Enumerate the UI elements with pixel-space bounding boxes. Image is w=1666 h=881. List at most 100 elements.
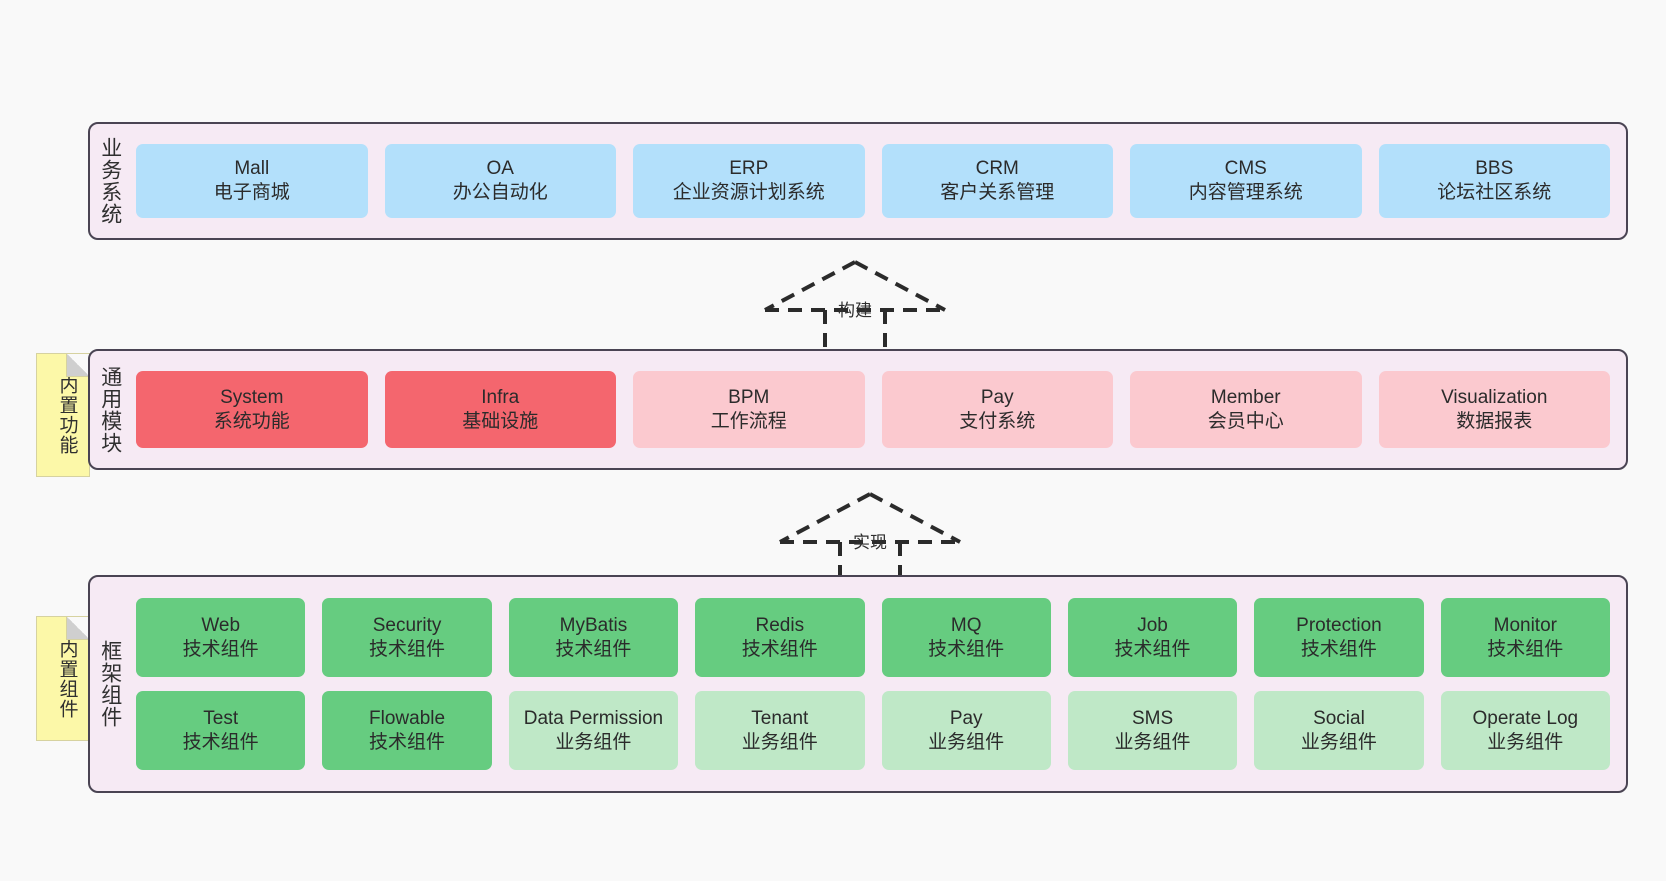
card-mq[interactable]: MQ 技术组件 xyxy=(881,598,1051,677)
layer-body-business-systems: Mall 电子商城 OA 办公自动化 ERP 企业资源计划系统 CRM 客户关系… xyxy=(130,124,1626,238)
card-title: ERP xyxy=(729,158,769,180)
card-redis[interactable]: Redis 技术组件 xyxy=(695,598,865,677)
card-mall[interactable]: Mall 电子商城 xyxy=(136,144,368,218)
card-title: Infra xyxy=(481,386,520,408)
card-title: Mall xyxy=(234,158,270,180)
card-subtitle: 业务组件 xyxy=(1300,731,1377,753)
card-cms[interactable]: CMS 内容管理系统 xyxy=(1130,144,1362,218)
layer-business-systems: 业务系统 Mall 电子商城 OA 办公自动化 ERP 企业资源计划系统 CRM… xyxy=(88,122,1628,240)
card-title: Web xyxy=(201,614,241,636)
card-protection[interactable]: Protection 技术组件 xyxy=(1254,598,1424,677)
card-row: Web 技术组件 Security 技术组件 MyBatis 技术组件 Redi… xyxy=(136,598,1610,677)
card-subtitle: 企业资源计划系统 xyxy=(672,182,825,203)
arrow-left-wing xyxy=(779,492,871,544)
card-data-permission[interactable]: Data Permission 业务组件 xyxy=(508,691,679,770)
card-web[interactable]: Web 技术组件 xyxy=(136,598,306,677)
card-subtitle: 技术组件 xyxy=(182,731,259,753)
card-oa[interactable]: OA 办公自动化 xyxy=(384,144,616,218)
card-monitor[interactable]: Monitor 技术组件 xyxy=(1440,598,1610,677)
card-subtitle: 业务组件 xyxy=(555,731,632,753)
card-title: Pay xyxy=(980,386,1014,408)
card-subtitle: 论坛社区系统 xyxy=(1437,182,1552,203)
card-title: Redis xyxy=(755,614,805,636)
card-subtitle: 业务组件 xyxy=(1114,731,1191,753)
card-subtitle: 技术组件 xyxy=(928,638,1005,660)
card-title: System xyxy=(220,386,284,408)
layer-title-business-systems: 业务系统 xyxy=(98,137,122,225)
card-crm[interactable]: CRM 客户关系管理 xyxy=(881,144,1113,218)
card-title: Job xyxy=(1137,614,1168,636)
card-subtitle: 电子商城 xyxy=(213,182,290,203)
card-visualization[interactable]: Visualization 数据报表 xyxy=(1378,371,1610,448)
layer-general-modules: 通用模块 System 系统功能 Infra 基础设施 BPM 工作流程 Pay… xyxy=(88,349,1628,470)
card-tenant[interactable]: Tenant 业务组件 xyxy=(695,691,865,770)
card-pay[interactable]: Pay 支付系统 xyxy=(881,371,1113,448)
card-row: Mall 电子商城 OA 办公自动化 ERP 企业资源计划系统 CRM 客户关系… xyxy=(136,144,1610,218)
layer-body-general-modules: System 系统功能 Infra 基础设施 BPM 工作流程 Pay 支付系统… xyxy=(130,351,1626,468)
card-subtitle: 业务组件 xyxy=(928,731,1005,753)
layer-framework-components: 框架组件 Web 技术组件 Security 技术组件 MyBatis 技术组件… xyxy=(88,575,1628,793)
card-row: System 系统功能 Infra 基础设施 BPM 工作流程 Pay 支付系统… xyxy=(136,371,1610,448)
connector-label-build: 构建 xyxy=(838,301,872,320)
card-subtitle: 客户关系管理 xyxy=(940,182,1055,203)
arrow-right-wing xyxy=(869,492,961,544)
card-test[interactable]: Test 技术组件 xyxy=(136,691,306,770)
card-title: MyBatis xyxy=(559,614,628,636)
card-title: BPM xyxy=(728,386,770,408)
card-bbs[interactable]: BBS 论坛社区系统 xyxy=(1378,144,1610,218)
card-title: Operate Log xyxy=(1472,707,1579,729)
card-title: Test xyxy=(203,707,239,729)
note-label: 内置功能 xyxy=(56,375,78,455)
card-subtitle: 技术组件 xyxy=(1487,638,1564,660)
note-builtin-functions: 内置功能 xyxy=(36,353,90,477)
card-flowable[interactable]: Flowable 技术组件 xyxy=(322,691,492,770)
card-mybatis[interactable]: MyBatis 技术组件 xyxy=(508,598,679,677)
card-title: Data Permission xyxy=(523,707,664,729)
card-subtitle: 技术组件 xyxy=(555,638,632,660)
card-title: Flowable xyxy=(369,707,446,729)
card-bpm[interactable]: BPM 工作流程 xyxy=(633,371,865,448)
card-title: Visualization xyxy=(1441,386,1548,408)
card-title: SMS xyxy=(1131,707,1174,729)
card-member[interactable]: Member 会员中心 xyxy=(1130,371,1362,448)
card-security[interactable]: Security 技术组件 xyxy=(322,598,492,677)
layer-body-framework-components: Web 技术组件 Security 技术组件 MyBatis 技术组件 Redi… xyxy=(130,577,1626,791)
card-subtitle: 技术组件 xyxy=(1114,638,1191,660)
card-subtitle: 业务组件 xyxy=(741,731,818,753)
card-subtitle: 支付系统 xyxy=(959,410,1036,432)
connector-label-realize: 实现 xyxy=(853,533,887,552)
card-subtitle: 技术组件 xyxy=(369,731,446,753)
card-sms[interactable]: SMS 业务组件 xyxy=(1067,691,1238,770)
card-subtitle: 办公自动化 xyxy=(452,182,548,203)
card-title: Security xyxy=(372,614,442,636)
card-subtitle: 技术组件 xyxy=(1300,638,1377,660)
card-subtitle: 内容管理系统 xyxy=(1188,182,1303,203)
card-subtitle: 基础设施 xyxy=(462,410,539,432)
card-subtitle: 业务组件 xyxy=(1487,731,1564,753)
card-infra[interactable]: Infra 基础设施 xyxy=(384,371,616,448)
card-job[interactable]: Job 技术组件 xyxy=(1067,598,1238,677)
card-title: Pay xyxy=(949,707,983,729)
card-title: Tenant xyxy=(751,707,809,729)
card-title: Monitor xyxy=(1493,614,1557,636)
layer-title-general-modules: 通用模块 xyxy=(98,365,122,454)
card-subtitle: 会员中心 xyxy=(1207,410,1284,432)
card-title: MQ xyxy=(950,614,982,636)
card-operate-log[interactable]: Operate Log 业务组件 xyxy=(1440,691,1610,770)
card-pay-business[interactable]: Pay 业务组件 xyxy=(881,691,1051,770)
card-erp[interactable]: ERP 企业资源计划系统 xyxy=(633,144,865,218)
card-subtitle: 技术组件 xyxy=(182,638,259,660)
card-subtitle: 工作流程 xyxy=(710,410,787,432)
card-title: Social xyxy=(1313,707,1365,729)
card-title: BBS xyxy=(1475,158,1514,180)
card-subtitle: 数据报表 xyxy=(1456,410,1533,432)
card-title: CMS xyxy=(1224,158,1267,180)
card-social[interactable]: Social 业务组件 xyxy=(1254,691,1424,770)
note-label: 内置组件 xyxy=(56,638,78,719)
card-subtitle: 系统功能 xyxy=(213,410,290,432)
card-title: Protection xyxy=(1296,614,1382,636)
card-subtitle: 技术组件 xyxy=(741,638,818,660)
card-subtitle: 技术组件 xyxy=(369,638,446,660)
card-system[interactable]: System 系统功能 xyxy=(136,371,368,448)
